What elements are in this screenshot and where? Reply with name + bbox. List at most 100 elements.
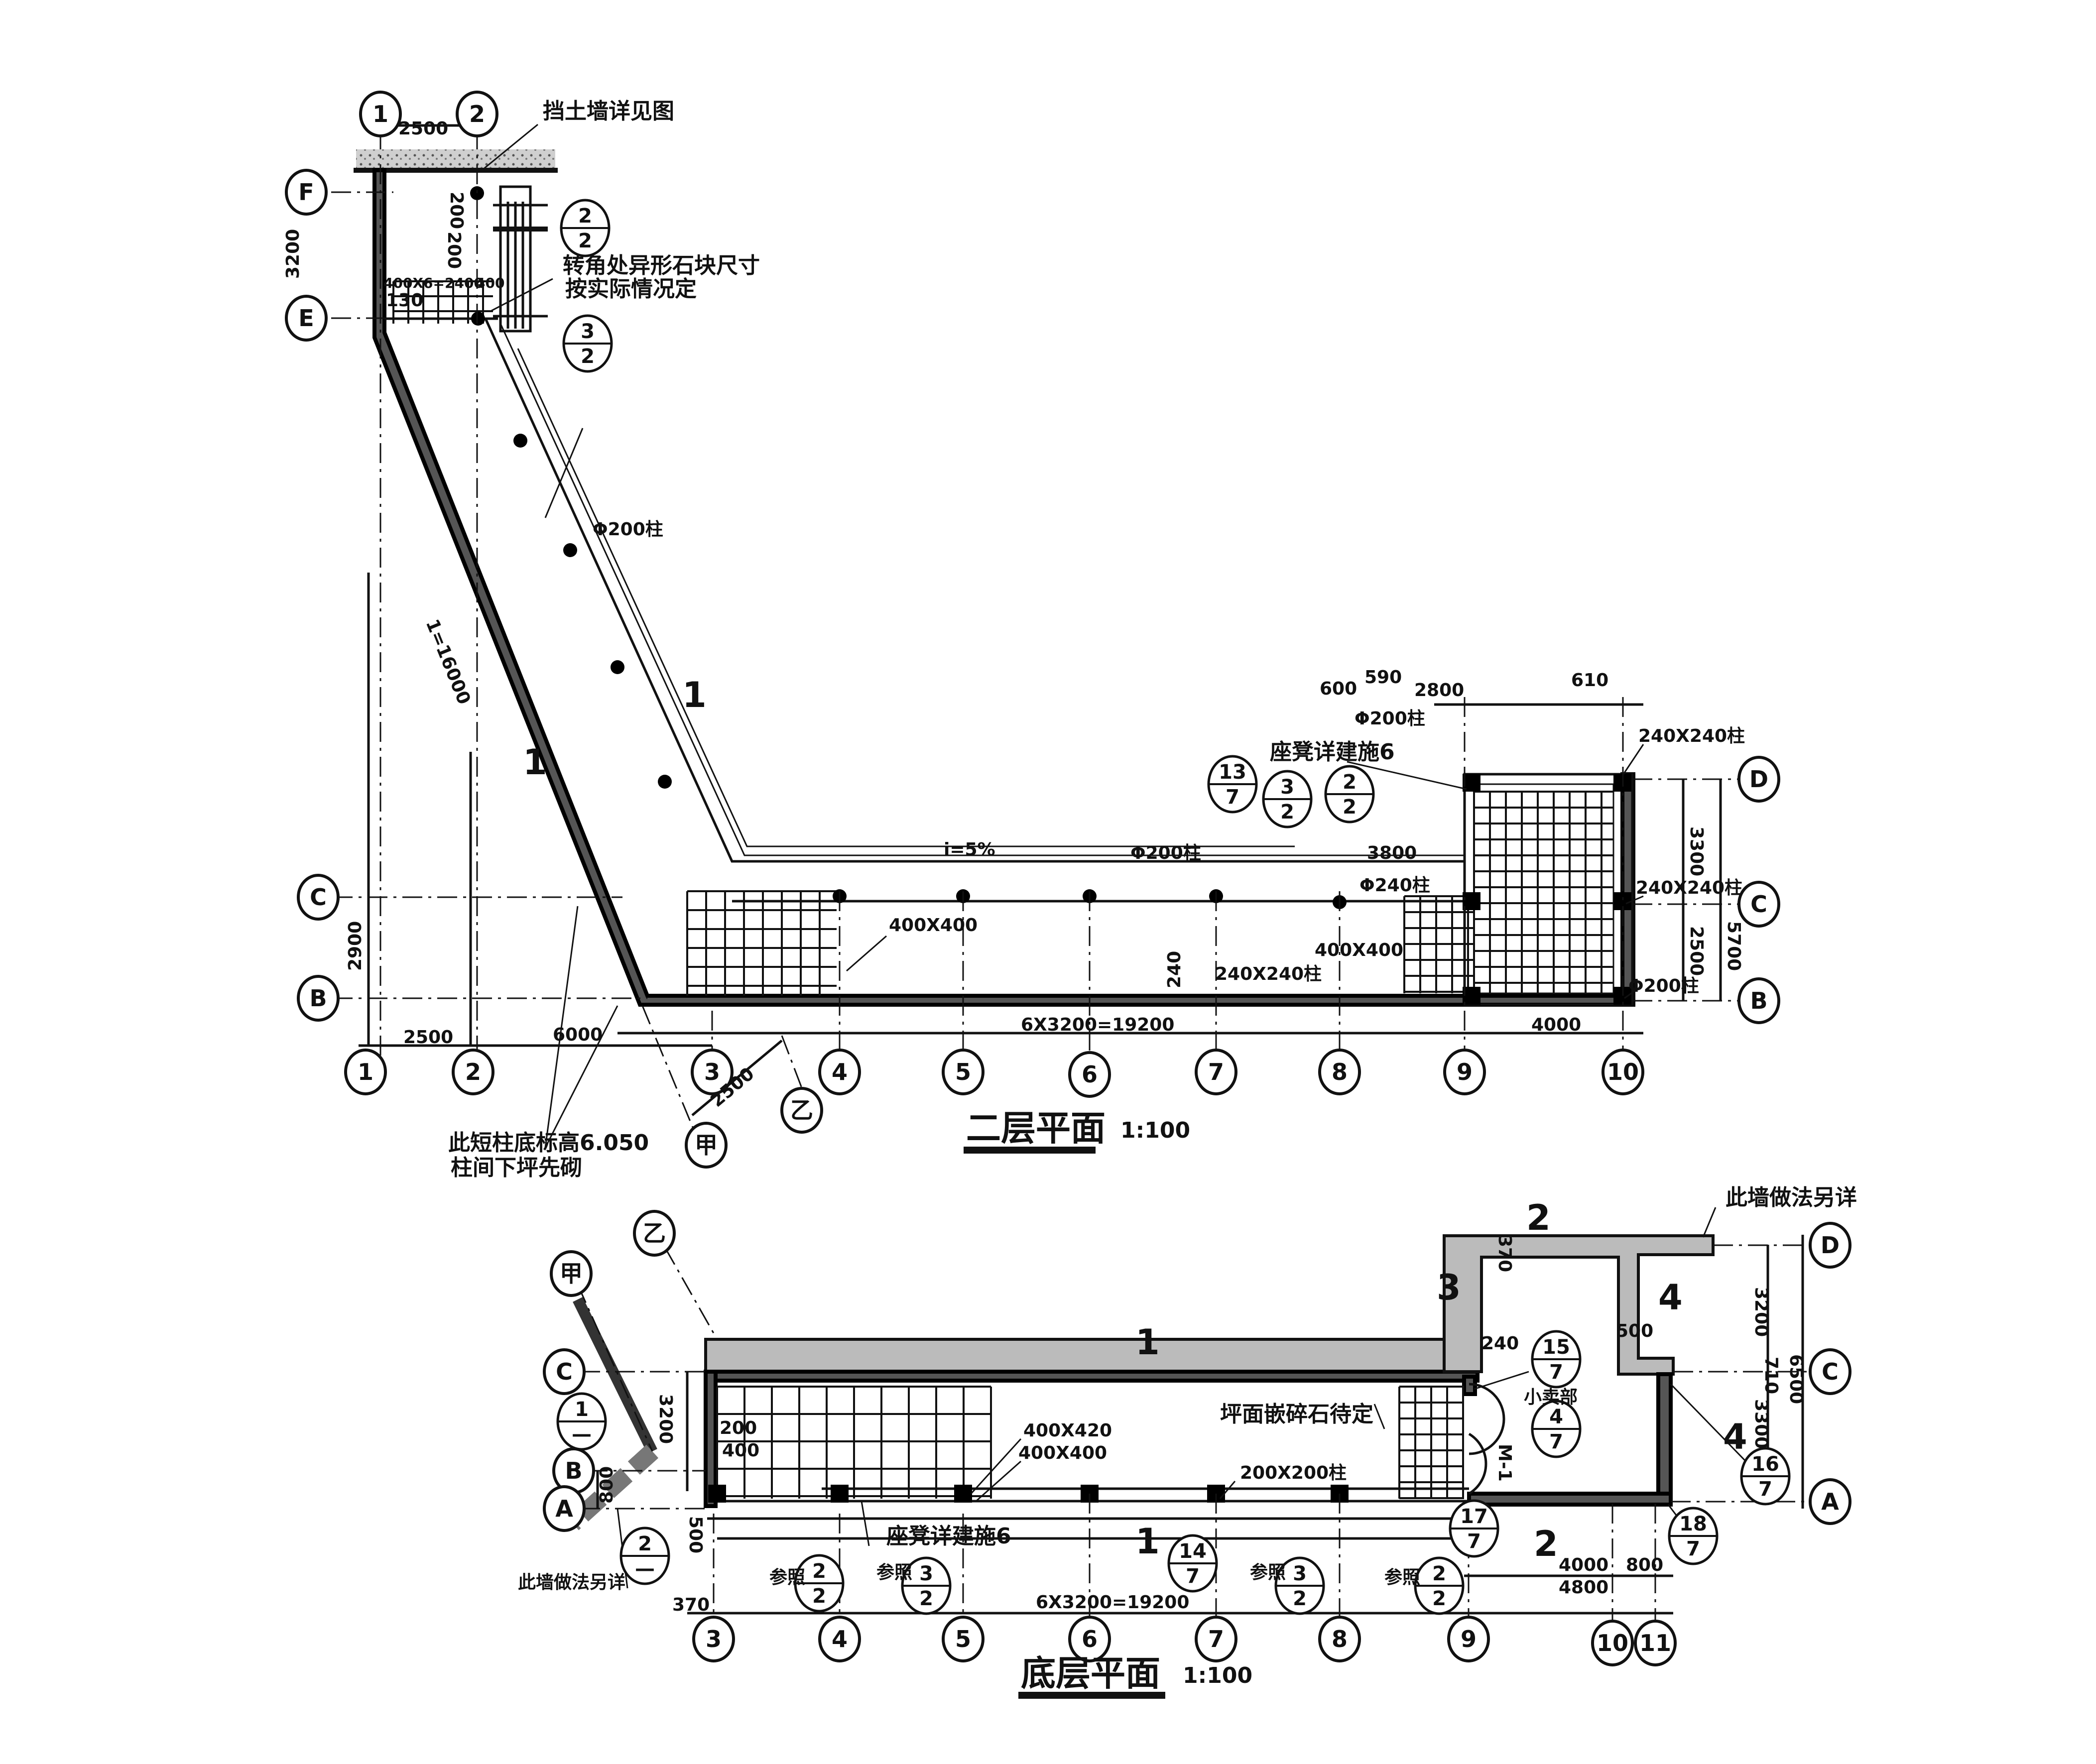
label-column: Φ200柱 xyxy=(1355,708,1425,729)
detail-index-mark: 137 xyxy=(1207,755,1258,814)
detail-index-mark: 177 xyxy=(1449,1499,1499,1558)
axis-bubble-circle xyxy=(1443,1049,1486,1095)
dim-rotated: 3300 xyxy=(1686,826,1707,876)
upper-pavilion-inner xyxy=(1473,783,1614,994)
upper-corridor-curb xyxy=(499,323,1465,856)
square-column xyxy=(1463,987,1480,1005)
note-corner-stone: 转角处异形石块尺寸 xyxy=(563,253,760,278)
index-sheet: 7 xyxy=(1686,1537,1700,1560)
dim: 590 xyxy=(1364,667,1402,688)
note-short-column-2: 柱间下坪先砌 xyxy=(451,1155,582,1180)
label-refer: 参照 xyxy=(1250,1562,1286,1583)
detail-index-mark: 32 xyxy=(1274,1556,1325,1615)
label-column: Φ240柱 xyxy=(1359,875,1430,896)
axis-label: 10 xyxy=(1607,1058,1639,1085)
axis-label: 11 xyxy=(1639,1630,1671,1656)
note-wall: 此墙做法另详 xyxy=(1726,1185,1857,1210)
axis-line xyxy=(641,1005,703,1151)
index-sheet: 2 xyxy=(578,230,592,252)
index-number: 18 xyxy=(1679,1513,1707,1535)
axis-bubble-circle xyxy=(1602,1049,1644,1095)
dim: 800 xyxy=(1626,1555,1663,1575)
axis-label: 2 xyxy=(465,1058,481,1085)
room-label-kiosk: 小卖部 xyxy=(1524,1387,1578,1408)
axis-bubble-circle xyxy=(1318,1049,1361,1095)
lower-left-wall xyxy=(704,1370,718,1508)
index-sheet: 2 xyxy=(1343,796,1356,819)
axis-line xyxy=(577,1284,653,1452)
note-short-column: 此短柱底标高6.050 xyxy=(448,1130,649,1156)
axis-bubble-circle xyxy=(1809,1348,1851,1395)
axis-bubble-circle xyxy=(456,91,498,137)
axis-label: B xyxy=(309,985,327,1012)
axis-bubble-a4: 4 xyxy=(818,1616,861,1662)
axis-bubble-circle xyxy=(285,295,328,342)
axis-bubble-C: C xyxy=(297,874,340,921)
axis-label: 3 xyxy=(706,1626,722,1652)
round-column xyxy=(563,543,577,557)
axis-bubble-a4: 4 xyxy=(818,1049,861,1095)
dim-rotated: 6500 xyxy=(1786,1354,1806,1404)
axis-bubble-circle xyxy=(1737,881,1780,928)
retaining-soil-band xyxy=(356,149,555,170)
detail-index-mark: 2— xyxy=(619,1527,670,1585)
axis-bubble-a2: 2 xyxy=(452,1049,494,1095)
dim-rotated: 800 xyxy=(597,1466,617,1504)
label-slope: i=5% xyxy=(944,839,995,860)
axis-label: B xyxy=(565,1457,582,1484)
dim-rotated: M-1 xyxy=(1494,1444,1515,1482)
label-tile: 400X400 xyxy=(889,915,978,936)
axis-bubble-a10: 10 xyxy=(1602,1049,1644,1095)
square-column xyxy=(954,1485,972,1503)
label-column: 240X240柱 xyxy=(1215,964,1322,984)
axis-bubble-a9: 9 xyxy=(1447,1616,1490,1662)
upper-left-wall xyxy=(372,168,1634,1007)
axis-bubble-D: D xyxy=(1809,1222,1851,1269)
square-column xyxy=(831,1485,849,1503)
plan-title: 二层平面 xyxy=(966,1108,1106,1149)
section-mark: 2 xyxy=(1534,1524,1558,1564)
index-number: 3 xyxy=(581,320,595,343)
detail-index-mark: 32 xyxy=(562,314,613,373)
index-sheet: 2 xyxy=(1280,801,1294,823)
axis-label: 甲 xyxy=(560,1260,583,1287)
axis-label: C xyxy=(1822,1358,1839,1385)
index-sheet: 7 xyxy=(1186,1565,1200,1588)
index-sheet: 7 xyxy=(1226,786,1239,809)
index-number: 13 xyxy=(1219,761,1246,784)
axis-bubble-circle xyxy=(550,1250,593,1297)
upper-paving-grid-left xyxy=(686,890,837,996)
square-column xyxy=(1463,892,1480,910)
axis-bubble-circle xyxy=(297,874,340,921)
index-number: 16 xyxy=(1751,1453,1779,1476)
axis-bubble-a8: 8 xyxy=(1318,1616,1361,1662)
dim: 4000 xyxy=(1531,1015,1581,1035)
axis-bubble-a10: 10 xyxy=(1591,1620,1634,1666)
axis-bubble-B: B xyxy=(297,975,340,1022)
axis-bubble-circle xyxy=(1591,1620,1634,1666)
label-column: 240X240柱 xyxy=(1636,878,1742,898)
axis-label: 乙 xyxy=(643,1220,666,1247)
dim-rotated: 5700 xyxy=(1724,921,1744,971)
note-bench: 座凳详建施6 xyxy=(886,1524,1011,1549)
axis-bubble-circle xyxy=(818,1616,861,1662)
lower-kiosk-bottom-wall xyxy=(1467,1492,1673,1507)
index-number: 3 xyxy=(1280,776,1294,799)
axis-bubble-jia: 甲 xyxy=(550,1250,593,1297)
dim-rotated: 200 xyxy=(444,232,464,269)
plan-title: 底层平面 xyxy=(1021,1653,1160,1694)
axis-label: 10 xyxy=(1597,1630,1628,1656)
dim-rotated: 500 xyxy=(685,1516,706,1553)
axis-label: E xyxy=(298,305,314,332)
upper-stair xyxy=(493,185,548,333)
axis-bubble-circle xyxy=(780,1087,823,1134)
index-number: 1 xyxy=(575,1398,589,1421)
dim: 610 xyxy=(1571,670,1608,691)
note-bench: 座凳详建施6 xyxy=(1270,739,1395,765)
dim: 240 xyxy=(1481,1333,1519,1354)
axis-bubble-circle xyxy=(344,1049,387,1095)
axis-bubble-a1: 1 xyxy=(344,1049,387,1095)
dim-rotated: 2500 xyxy=(1686,926,1707,976)
round-column xyxy=(611,660,624,674)
index-number: 4 xyxy=(1549,1406,1563,1428)
